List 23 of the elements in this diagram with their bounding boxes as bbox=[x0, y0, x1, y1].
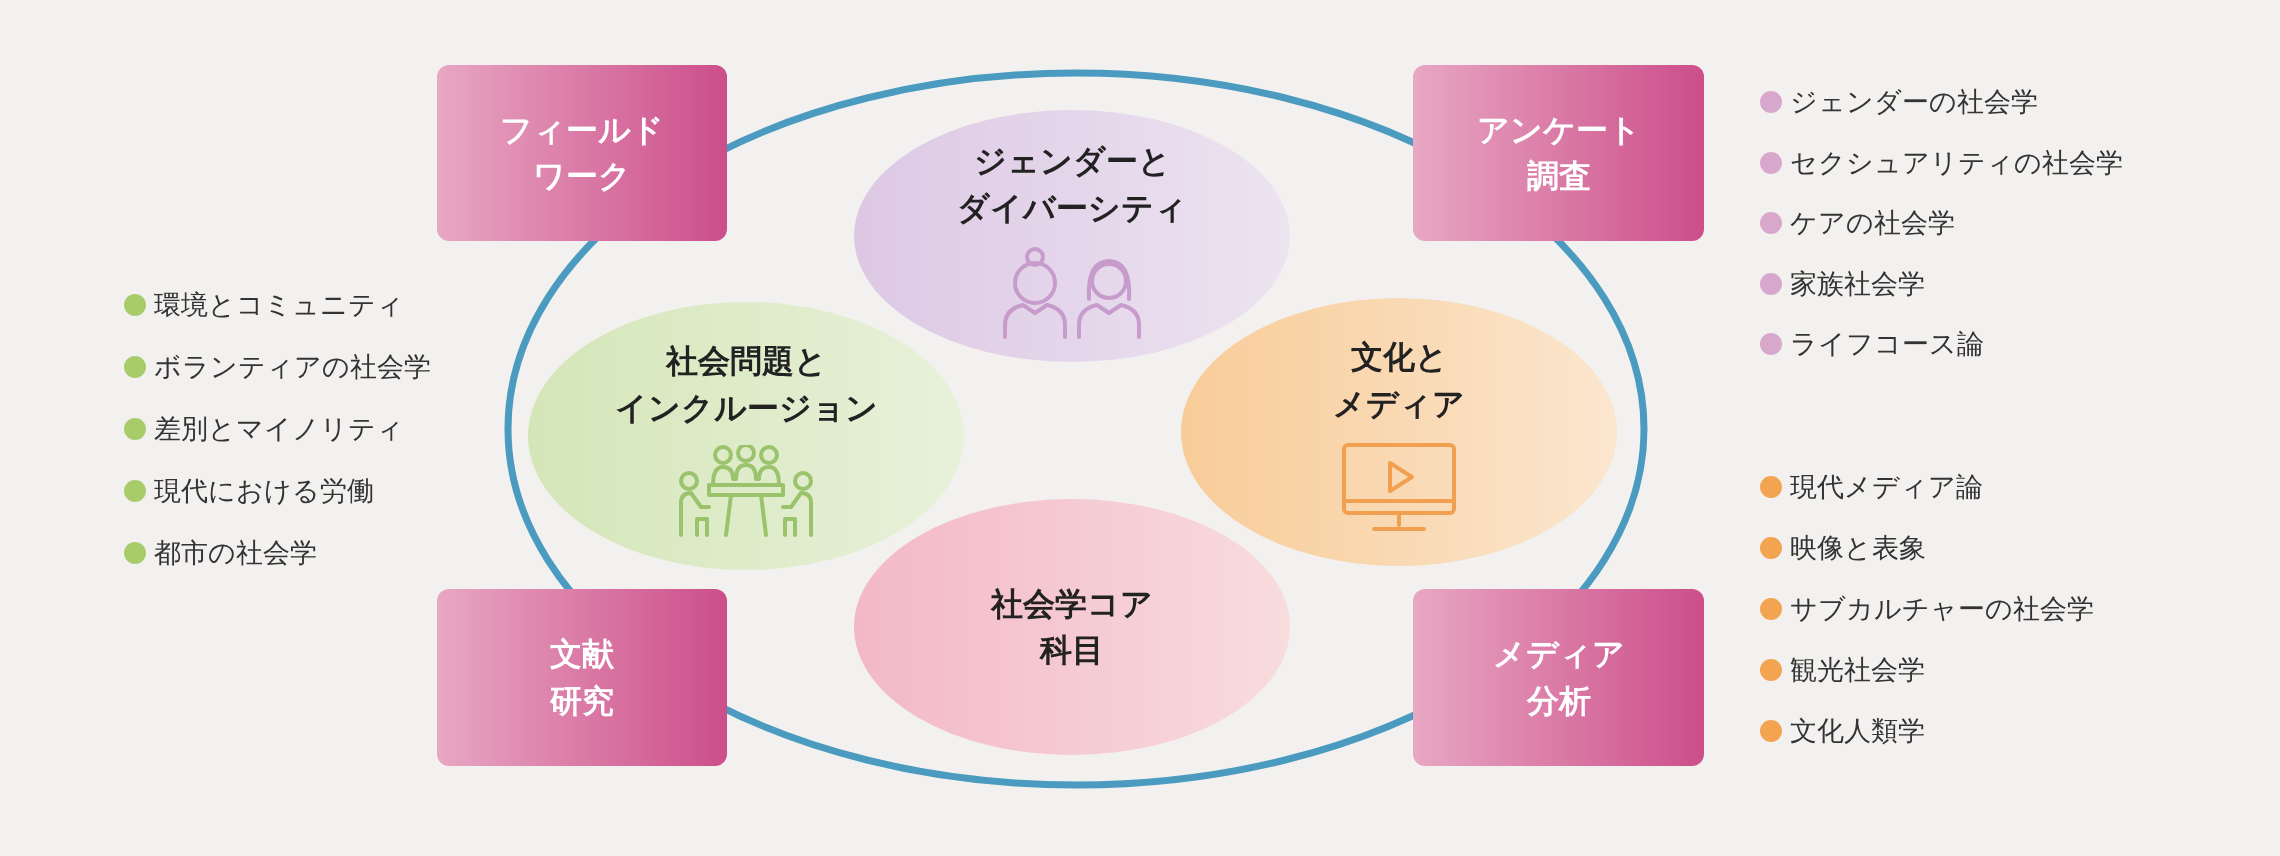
course-name: 家族社会学 bbox=[1790, 266, 1925, 301]
course-name: 都市の社会学 bbox=[154, 536, 317, 570]
course-name: ライフコース論 bbox=[1790, 327, 1984, 361]
course-name: ボランティアの社会学 bbox=[154, 350, 431, 384]
method-box: メディア分析 bbox=[1413, 589, 1704, 766]
theme-title: 文化とメディア bbox=[1333, 337, 1465, 425]
method-box: アンケート調査 bbox=[1413, 65, 1704, 241]
course-name: ケアの社会学 bbox=[1790, 206, 1955, 240]
course-name: ジェンダーの社会学 bbox=[1790, 85, 2038, 119]
course-name: 差別とマイノリティ bbox=[154, 412, 404, 446]
theme-title: 社会問題とインクルージョン bbox=[614, 341, 878, 429]
course-name: 観光社会学 bbox=[1790, 653, 1925, 687]
course-name: 文化人類学 bbox=[1790, 714, 1925, 748]
course-name: 環境とコミュニティ bbox=[154, 288, 404, 322]
method-box: 文献研究 bbox=[437, 589, 727, 766]
course-name: 映像と表象 bbox=[1790, 531, 1926, 565]
course-name: サブカルチャーの社会学 bbox=[1790, 592, 2094, 626]
theme-title: 社会学コア科目 bbox=[991, 583, 1153, 671]
course-name: 現代メディア論 bbox=[1790, 470, 1983, 504]
theme-title: ジェンダーとダイバーシティ bbox=[957, 141, 1187, 229]
course-name: 現代における労働 bbox=[154, 474, 374, 508]
course-name: セクシュアリティの社会学 bbox=[1790, 145, 2123, 180]
method-box: フィールドワーク bbox=[437, 65, 727, 241]
